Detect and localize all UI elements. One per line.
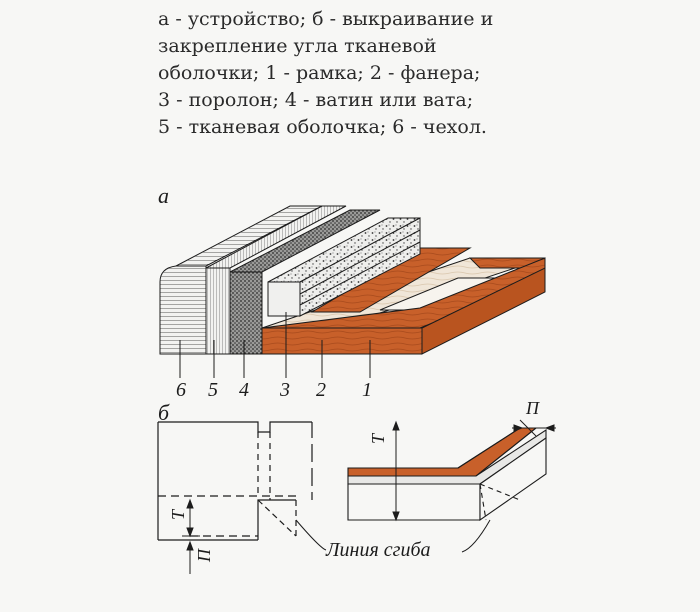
fabric-pattern <box>157 421 313 541</box>
corner-front <box>347 483 481 521</box>
part-number-5: 5 <box>208 379 218 401</box>
figure-a-assembly <box>159 205 546 355</box>
figure-b-label: б <box>158 400 170 425</box>
frame-side-face <box>421 267 546 355</box>
dimension-p-right <box>512 419 556 437</box>
dim-p-label-left: П <box>194 548 214 563</box>
caption-line: оболочки; 1 - рамка; 2 - фанера; <box>158 62 481 84</box>
fabric-shell-front <box>205 267 231 355</box>
dim-p-label-right: П <box>525 398 540 418</box>
fabric-shell-top <box>205 205 347 269</box>
part-number-3: 3 <box>279 379 290 401</box>
part-numbers: 6 5 4 3 2 1 <box>176 379 372 401</box>
caption-line: закрепление угла тканевой <box>158 35 437 57</box>
dim-t-label-left: Т <box>168 508 188 520</box>
part-number-6: 6 <box>176 379 186 401</box>
leader-lines <box>179 312 371 378</box>
part-number-1: 1 <box>362 379 372 401</box>
dimension-t-right <box>392 420 400 522</box>
cover-top <box>175 205 323 267</box>
corner-3d <box>347 427 547 522</box>
cover-front <box>159 265 207 355</box>
part-number-2: 2 <box>316 379 326 401</box>
fold-line-leaders <box>295 519 491 553</box>
corner-side <box>479 436 547 522</box>
caption-line: а - устройство; б - выкраивание и <box>158 8 494 30</box>
wadding-front <box>229 271 263 355</box>
fold-line-label: Линия сгиба <box>325 539 431 561</box>
foam-front <box>267 281 301 317</box>
figure-caption: а - устройство; б - выкраивание и закреп… <box>158 6 678 141</box>
caption-line: 3 - поролон; 4 - ватин или вата; <box>158 89 474 111</box>
part-number-4: 4 <box>239 379 249 401</box>
caption-line: 5 - тканевая оболочка; 6 - чехол. <box>158 116 487 138</box>
dim-t-label-right: Т <box>368 432 388 444</box>
dimension-t-left <box>182 498 200 574</box>
figure-a-label: а <box>158 183 169 208</box>
